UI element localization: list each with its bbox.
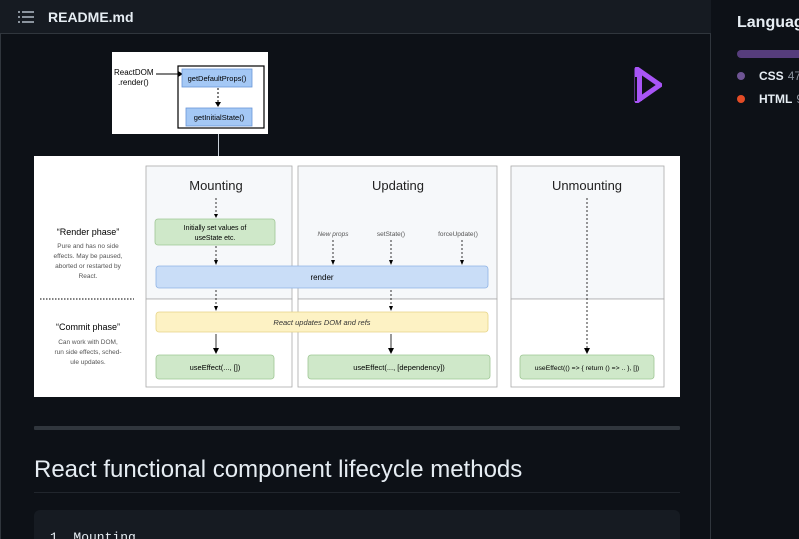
language-item-html[interactable]: HTML 9 <box>737 92 799 106</box>
languages-title: Languages <box>737 14 799 31</box>
caller-label-1: ReactDOM <box>114 68 154 77</box>
render-phase-desc-1: Pure and has no side <box>57 243 119 250</box>
code-block: 1. Mounting <box>34 510 680 539</box>
initial-state-label-2: useState etc. <box>195 235 236 242</box>
file-name: README.md <box>48 8 134 25</box>
mount-effect-box <box>155 354 275 380</box>
initial-state-box <box>154 218 276 246</box>
set-state-label: setState() <box>377 231 405 238</box>
default-props-label: getDefaultProps() <box>188 74 247 83</box>
main-content: README.md ReactDOM .render() getDefaultP… <box>0 0 711 539</box>
render-label: render <box>310 273 333 282</box>
brand-logo-icon <box>634 67 662 103</box>
dom-update-label: React updates DOM and refs <box>273 318 370 327</box>
heading-underline <box>34 492 680 493</box>
language-name: CSS <box>759 69 784 83</box>
render-phase-desc-4: React. <box>79 273 98 280</box>
initial-state-label-1: Initially set values of <box>184 225 247 232</box>
new-props-label: New props <box>317 231 349 238</box>
functional-lifecycle-image: “Render phase” Pure and has no side effe… <box>34 156 680 397</box>
initial-state-label: getInitialState() <box>194 113 245 122</box>
list-icon[interactable] <box>18 10 34 24</box>
class-lifecycle-image: ReactDOM .render() getDefaultProps() get… <box>112 52 268 134</box>
unmount-effect-label: useEffect(() => { return () => .. }, []) <box>535 365 640 372</box>
default-props-box <box>181 68 253 88</box>
update-effect-box <box>307 354 491 380</box>
caller-label-2: .render() <box>118 78 149 87</box>
language-dot-icon <box>737 95 745 103</box>
sidebar: Languages CSS 47 HTML 9 <box>711 0 799 539</box>
commit-phase-desc-3: ule updates. <box>70 359 106 366</box>
file-header: README.md <box>0 0 711 34</box>
language-percent: 47 <box>787 69 799 83</box>
language-bar <box>737 50 799 58</box>
mount-effect-label: useEffect(..., []) <box>190 363 241 372</box>
render-phase-title: “Render phase” <box>57 227 120 237</box>
commit-phase-desc-2: run side effects, sched- <box>54 349 121 356</box>
unmounting-title: Unmounting <box>552 178 622 193</box>
mounting-title: Mounting <box>189 178 242 193</box>
language-name: HTML <box>759 92 793 106</box>
language-dot-icon <box>737 72 745 80</box>
commit-phase-desc-1: Can work with DOM, <box>58 339 118 346</box>
force-update-label: forceUpdate() <box>438 231 478 238</box>
horizontal-rule <box>34 426 680 430</box>
lifecycle-frame <box>177 65 265 129</box>
commit-phase-title: “Commit phase” <box>56 322 120 332</box>
section-heading: React functional component lifecycle met… <box>34 456 523 483</box>
update-effect-label: useEffect(..., [dependency]) <box>353 363 445 372</box>
render-phase-desc-3: aborted or restarted by <box>55 263 122 270</box>
language-item-css[interactable]: CSS 47 <box>737 69 799 83</box>
initial-state-box <box>185 107 253 127</box>
language-percent: 9 <box>796 92 799 106</box>
code-line-1: 1. Mounting <box>50 530 136 539</box>
unmount-effect-box <box>519 354 655 380</box>
dom-update-box <box>155 311 489 333</box>
render-phase-desc-2: effects. May be paused, <box>54 253 123 260</box>
readme-body <box>0 34 711 539</box>
connector-line <box>218 134 219 156</box>
updating-title: Updating <box>372 178 424 193</box>
render-box <box>155 265 489 289</box>
